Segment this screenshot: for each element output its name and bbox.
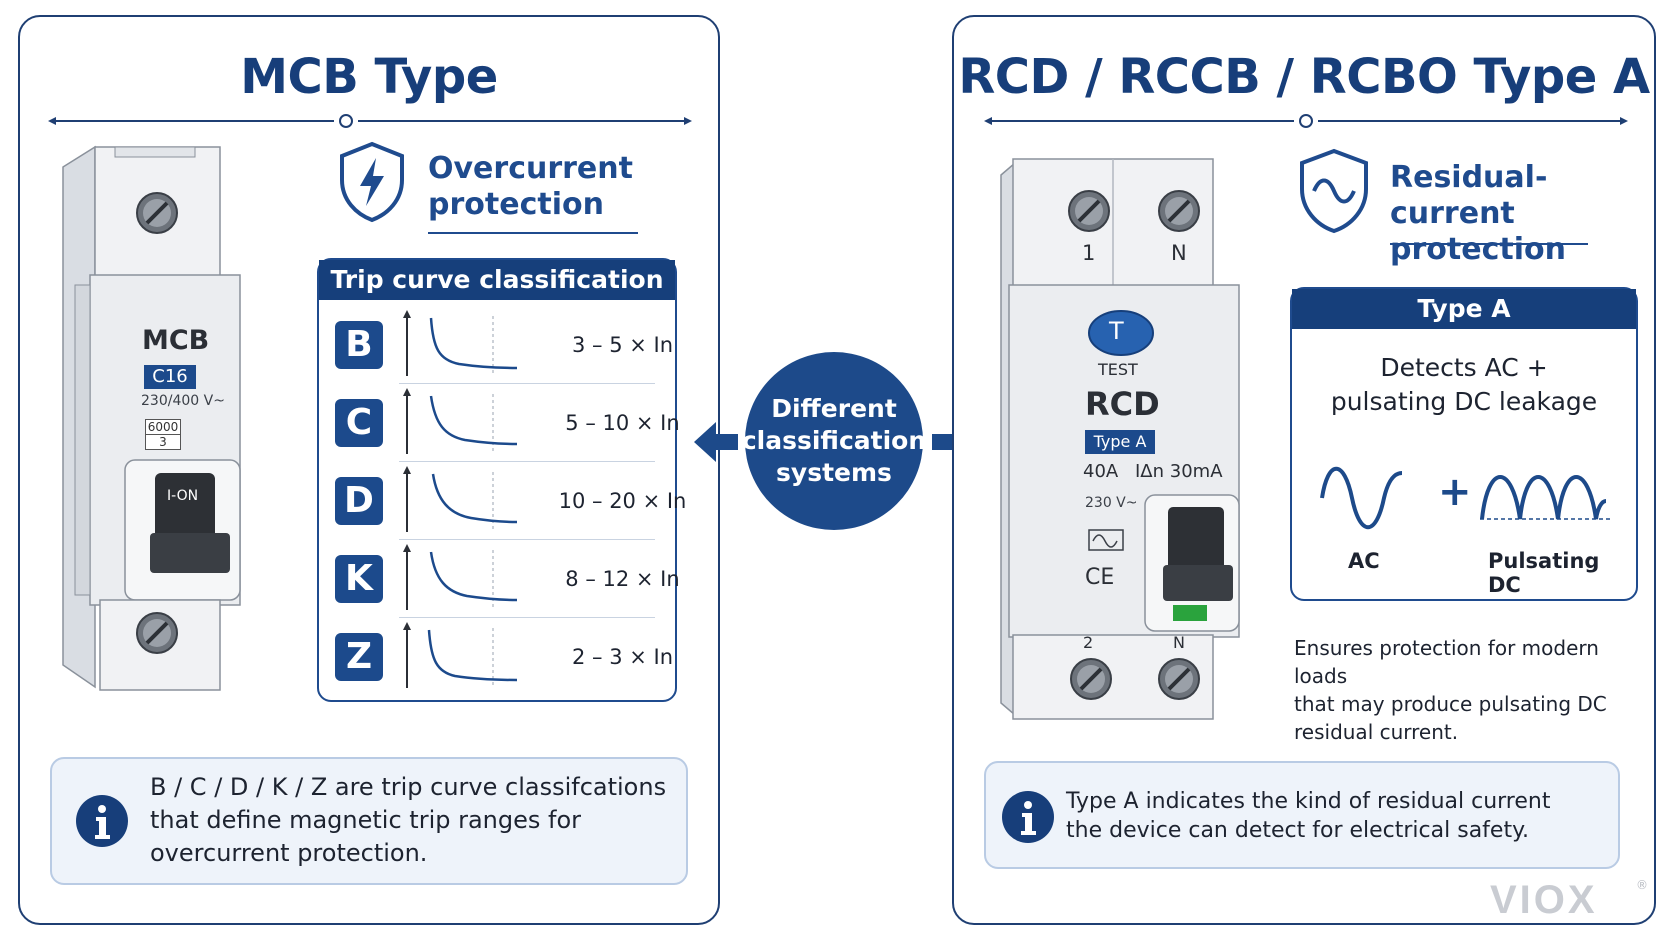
title-divider [984,109,1628,133]
shield-sine-wave-icon [1298,147,1370,239]
curve-range-d: 10 – 20 × In [558,489,687,513]
curve-range-b: 3 – 5 × In [571,333,674,357]
title-divider [48,109,692,133]
residual-current-underline [1390,243,1588,245]
rcd-residual-rating: IΔn 30mA [1135,461,1223,482]
terminal-label-n: N [1171,241,1187,265]
pulsating-dc-wave-icon [1480,475,1610,520]
curve-range-c: 5 – 10 × In [565,411,680,435]
overcurrent-title: Overcurrent protection [428,151,633,222]
trip-curve-card-title: Trip curve classification [319,260,675,300]
pulsating-dc-label: Pulsating DC [1488,549,1600,597]
curve-letter-d: D [335,477,383,525]
terminal-label-1: 1 [1082,241,1096,265]
mcb-device: MCB C16 230/400 V~ 6000 3 I-ON [55,145,255,709]
viox-logo: VIOX [1490,878,1598,922]
trip-curve-row-k: K 8 – 12 × In [331,540,680,618]
mcb-info-text: B / C / D / K / Z are trip curve classif… [150,773,667,867]
curve-range-z: 2 – 3 × In [571,645,674,669]
curve-letter-c: C [335,399,383,447]
type-a-card: Type A Detects AC + pulsating DC leakage… [1290,287,1638,601]
trip-curve-card: Trip curve classification B 3 – 5 × In C… [317,258,686,702]
mcb-panel-title: MCB Type [240,49,498,105]
curve-range-k: 8 – 12 × In [565,567,680,591]
mcb-info-box: B / C / D / K / Z are trip curve classif… [50,757,688,885]
rcd-type-badge: Type A [1085,430,1155,454]
rcd-current-rating: 40A [1083,461,1119,482]
mcb-rating-badge: C16 [144,365,196,389]
test-button[interactable]: T [1109,317,1124,345]
rcd-info-box: Type A indicates the kind of residual cu… [984,761,1620,869]
arrow-left-icon [694,420,740,468]
info-icon [76,795,128,847]
trip-curve-row-z: Z 2 – 3 × In [331,618,673,696]
plus-sign: + [1438,469,1472,515]
overcurrent-underline [428,232,638,234]
info-icon [1002,791,1054,843]
terminal-label-n-bottom: N [1173,633,1185,652]
trip-curve-row-c: C 5 – 10 × In [331,384,680,462]
type-a-description: Ensures protection for modern loads that… [1294,636,1607,744]
rcd-device: 1 N T TEST RCD Type A 40A IΔn 30mA 230 V… [995,155,1255,729]
curve-letter-b: B [335,321,383,369]
mcb-device-label: MCB [142,325,210,356]
rcd-info-text: Type A indicates the kind of residual cu… [1066,789,1551,843]
trip-curve-row-d: D 10 – 20 × In [331,462,686,540]
rcd-panel-title: RCD / RCCB / RCBO Type A [958,49,1650,105]
type-a-card-title: Type A [1292,289,1636,329]
trip-curve-graph-icon [403,310,518,376]
curve-letter-z: Z [335,633,383,681]
rcd-device-label: RCD [1085,385,1160,423]
trip-curve-graph-icon [403,388,518,454]
test-label: TEST [1098,360,1138,379]
residual-current-title: Residual-current protection [1390,160,1566,267]
type-a-detects-text: Detects AC + pulsating DC leakage [1330,353,1598,416]
classification-systems-badge: Different classification systems [742,352,926,530]
trip-curve-graph-icon [403,544,518,610]
registered-mark: ® [1636,878,1648,892]
shield-lightning-icon [338,140,406,228]
mcb-breaking-capacity: 6000 3 [145,419,181,450]
ce-mark: CE [1085,565,1115,590]
ac-sine-wave-icon [1320,466,1403,530]
trip-curve-graph-icon [403,466,518,532]
mcb-toggle-label: I-ON [167,488,199,504]
mcb-voltage: 230/400 V~ [141,393,225,409]
trip-curve-graph-icon [403,622,518,688]
rcd-voltage: 230 V~ [1085,495,1138,511]
ac-label: AC [1348,549,1380,573]
terminal-label-2: 2 [1083,633,1094,652]
curve-letter-k: K [335,555,383,603]
trip-curve-row-b: B 3 – 5 × In [331,306,673,384]
